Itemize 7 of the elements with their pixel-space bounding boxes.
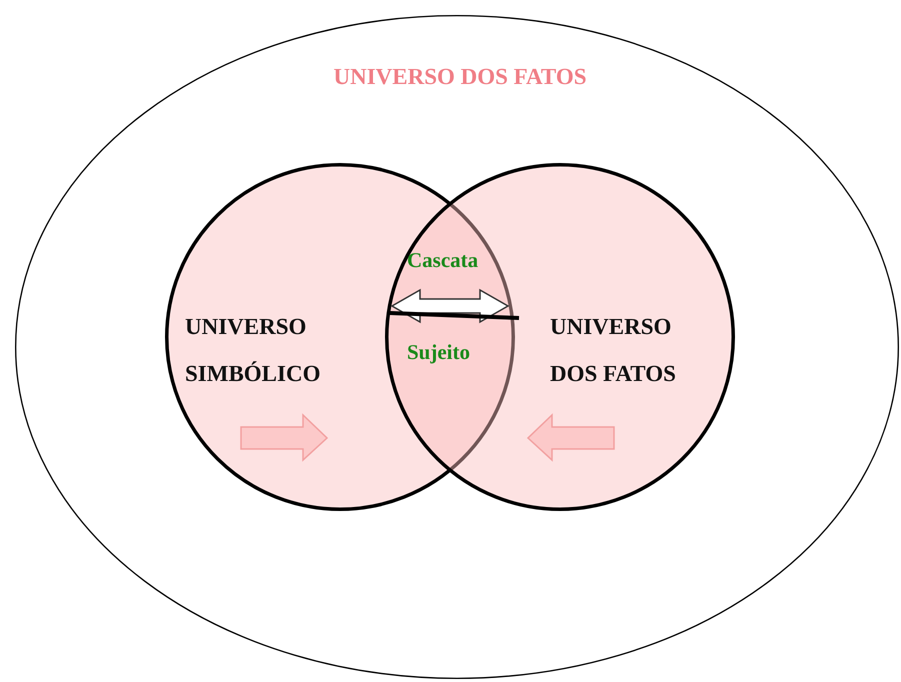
circle-label: UNIVERSO DOS FATOS — [550, 313, 677, 388]
outer-ellipse — [15, 15, 899, 679]
right-circle — [385, 163, 735, 511]
region-title: UNIVERSO DOS FATOS — [332, 63, 588, 91]
circle-label: UNIVERSO SIMBÓLICO — [185, 313, 322, 388]
overlap-label: Sujeito — [407, 340, 470, 365]
overlap-label: Cascata — [407, 248, 478, 273]
